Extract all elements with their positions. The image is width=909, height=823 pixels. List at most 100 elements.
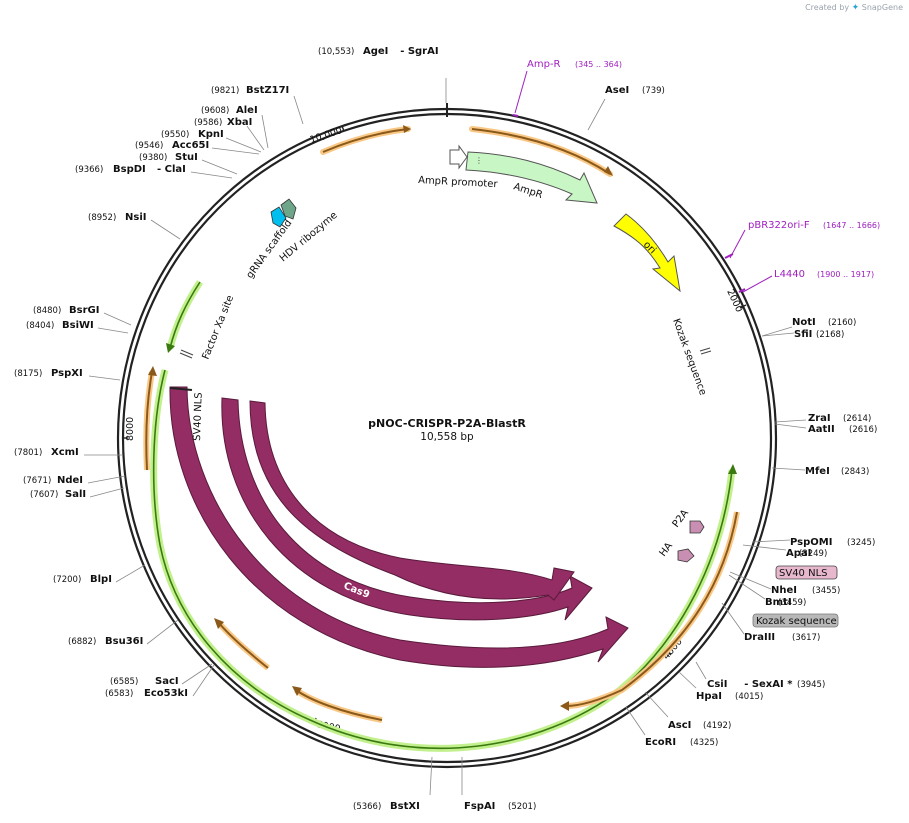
site-fspai[interactable]: (5201)FspAI <box>461 757 536 812</box>
site-name: SalI <box>65 489 86 500</box>
site-leader-line <box>88 375 121 381</box>
green-arrow-left-glow <box>166 280 203 349</box>
site-sfii[interactable]: (2168)SfiI <box>761 329 844 340</box>
site-name: BmtI <box>765 597 792 608</box>
ampr-arrow[interactable] <box>465 151 598 204</box>
site-asei[interactable]: (739)AseI <box>587 85 665 131</box>
site-pspomi[interactable]: (3245)PspOMI <box>751 537 875 548</box>
kozak-callout[interactable] <box>752 613 839 628</box>
site-saci[interactable]: (6585) SacI <box>110 663 213 687</box>
site-xbai[interactable]: (9586)XbaI <box>194 117 265 151</box>
site-sali[interactable]: (7607)SalI <box>30 487 125 500</box>
site-hpai[interactable]: (4015)HpaI <box>678 671 763 702</box>
primer-pbr322-tick <box>724 253 734 259</box>
orange-arrow-top-right[interactable] <box>471 128 611 175</box>
site-acc65i[interactable]: (9546)Acc65I <box>135 140 260 155</box>
site-xcmi[interactable]: (7801)XcmI <box>14 447 123 458</box>
site-name: BlpI <box>90 574 112 585</box>
site-bstz17i[interactable]: (9821)BstZ17I <box>211 85 304 125</box>
site-bsrgi[interactable]: (8480)BsrGI <box>33 305 132 326</box>
hdv-ribozyme-arrow[interactable] <box>280 198 297 220</box>
site-name: EcoRI <box>645 737 676 748</box>
site-leader-line <box>742 544 787 551</box>
site-noti[interactable]: (2160)NotI <box>761 317 856 337</box>
site-csii[interactable]: (3945)CsiI- SexAI * <box>695 661 825 690</box>
primer-amp-r-range: (345 .. 364) <box>575 60 622 69</box>
grna-scaffold-arrow[interactable] <box>270 206 287 228</box>
orange-arrow-right[interactable] <box>565 511 738 707</box>
site-position: (7200) <box>53 575 81 585</box>
site-nhei[interactable]: (3455)NheI <box>729 571 840 596</box>
site-position: (8952) <box>88 213 116 223</box>
site-leader-line <box>246 125 265 151</box>
site-position: (2160) <box>828 318 856 328</box>
orange-arrow-right-head <box>560 701 569 711</box>
ha-arrow[interactable] <box>677 548 695 563</box>
site-bmti[interactable]: (3459)BmtI <box>728 574 806 608</box>
site-name: NsiI <box>125 212 146 223</box>
site-name: XcmI <box>51 447 79 458</box>
green-band-right[interactable] <box>152 369 733 750</box>
orange-arrow-left[interactable] <box>145 371 153 471</box>
site-name: ZraI <box>808 413 831 424</box>
site-leader-line <box>211 147 260 155</box>
site-name: ApaI <box>786 548 811 559</box>
site-name: AscI <box>668 720 691 731</box>
site-bsu36i[interactable]: (6882)Bsu36I <box>68 619 179 647</box>
site-apai[interactable]: (3249)ApaI <box>742 544 827 559</box>
site-asci[interactable]: (4192) AscI <box>644 691 731 731</box>
site-leader-line <box>89 487 125 498</box>
site-position: (6585) <box>110 677 138 687</box>
cas9-arc-inner[interactable] <box>249 400 575 601</box>
ampr-dots: ⋮ <box>475 156 483 165</box>
site-mfei[interactable]: (2843)MfeI <box>771 466 869 477</box>
site-leader-line <box>761 332 795 337</box>
ori-arrow[interactable] <box>613 213 681 293</box>
site-position: (6882) <box>68 637 96 647</box>
green-arrow-left[interactable] <box>169 281 201 349</box>
site-leader-line <box>192 664 215 697</box>
green-band-right-head <box>728 464 737 474</box>
kozak-marker-1 <box>699 347 711 352</box>
primer-l4440-tick <box>738 288 746 293</box>
site-aatii[interactable]: (2616)AatII <box>774 423 877 435</box>
site-name: SacI <box>155 676 179 687</box>
site-zrai[interactable]: (2614)ZraI <box>774 413 871 424</box>
site-name: BsiWI <box>62 320 94 331</box>
site-bstxi[interactable]: (5366)BstXI <box>353 756 433 812</box>
sv40-nls-callout[interactable] <box>775 565 838 580</box>
site-leader-line <box>225 137 262 153</box>
site-blpi[interactable]: (7200) BlpI <box>53 564 146 585</box>
site-name: BstZ17I <box>246 85 289 96</box>
site-position: (4015) <box>735 692 763 702</box>
site-draiii[interactable]: (3617)DraIII <box>721 602 820 643</box>
cas9-arc-middle[interactable] <box>221 397 593 621</box>
orange-arrow-bottom-left[interactable] <box>217 621 269 669</box>
site-kpni[interactable]: (9550)KpnI <box>161 129 262 153</box>
site-bspdi[interactable]: (9366)BspDI- ClaI <box>75 164 233 179</box>
site-agei[interactable]: (10,553)AgeI- SgrAI <box>318 46 447 103</box>
site-position: (10,553) <box>318 47 354 57</box>
factor-xa-marker-1 <box>180 349 194 356</box>
p2a-arrow[interactable] <box>689 520 705 534</box>
site-bsiwi[interactable]: (8404)BsiWI <box>26 320 129 334</box>
site-position: (4192) <box>703 721 731 731</box>
site-position: (2168) <box>816 330 844 340</box>
site-name: CsiI <box>707 679 727 690</box>
site-alei[interactable]: (9608)AleI <box>201 105 269 149</box>
site-leader-line <box>146 619 179 645</box>
orange-arrow-top-left[interactable] <box>322 128 409 153</box>
ampr-promoter-arrow[interactable] <box>449 144 468 170</box>
cas9-arc-outer[interactable] <box>169 386 629 668</box>
site-ndei[interactable]: (7671)NdeI <box>23 475 126 486</box>
site-name: AleI <box>236 105 258 116</box>
site-stui[interactable]: (9380)StuI <box>139 152 238 175</box>
orange-arrow-bottom[interactable] <box>295 689 383 721</box>
site-nsii[interactable]: (8952) NsiI <box>88 212 181 240</box>
site-ecori[interactable]: (4325)EcoRI <box>625 706 718 748</box>
site-eco53ki[interactable]: (6583)Eco53kI <box>105 664 215 699</box>
kozak-marker-2 <box>700 350 712 355</box>
site-leader-line <box>625 706 646 736</box>
site-pspxi[interactable]: (8175)PspXI <box>14 368 121 381</box>
